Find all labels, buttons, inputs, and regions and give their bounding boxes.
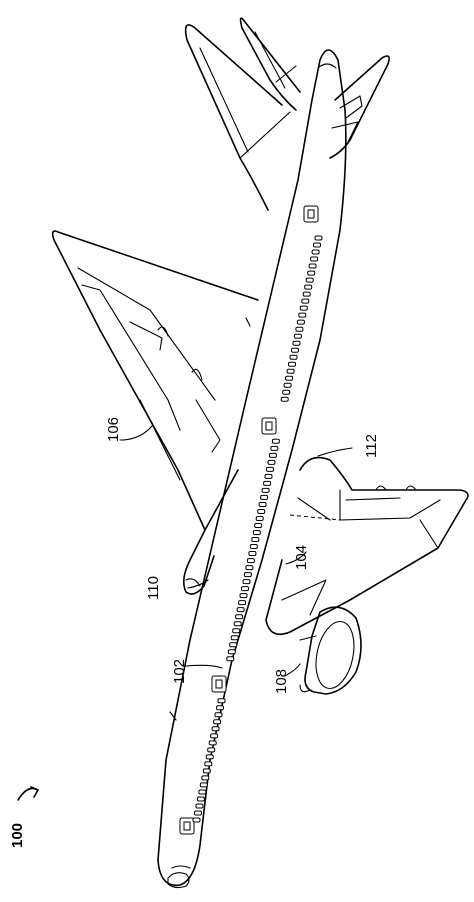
- window: [304, 284, 313, 290]
- horizontal-stabilizer-right: [329, 55, 390, 159]
- cabin-door: [211, 675, 227, 693]
- window: [268, 452, 277, 458]
- window: [248, 551, 257, 556]
- window: [254, 523, 263, 528]
- left-wing: [51, 230, 259, 531]
- window: [192, 817, 201, 823]
- label-fuselage: 102: [171, 659, 188, 684]
- window: [196, 796, 205, 802]
- window: [263, 480, 272, 486]
- window: [252, 530, 261, 535]
- window: [226, 656, 235, 662]
- window: [299, 305, 308, 311]
- window: [260, 494, 269, 500]
- window: [258, 502, 267, 507]
- window: [282, 389, 291, 395]
- window: [213, 719, 222, 725]
- window: [285, 375, 294, 381]
- window: [291, 347, 299, 353]
- window: [239, 593, 248, 599]
- figure-label: 100: [9, 823, 26, 848]
- right-wing: [265, 456, 469, 636]
- leader-lines: [17, 425, 353, 801]
- window: [314, 235, 323, 241]
- window: [216, 705, 224, 711]
- label-left-wing: 106: [105, 417, 122, 442]
- window: [298, 312, 307, 318]
- window: [257, 509, 266, 514]
- window: [295, 326, 304, 332]
- window: [230, 635, 239, 641]
- label-left-engine: 110: [145, 576, 162, 600]
- window: [208, 740, 217, 746]
- window: [195, 803, 204, 809]
- window-row: [192, 235, 323, 823]
- window: [288, 361, 296, 367]
- window: [286, 368, 295, 374]
- left-engine: [182, 529, 215, 595]
- window: [198, 789, 207, 795]
- window: [311, 249, 320, 255]
- window: [199, 782, 208, 788]
- window: [280, 396, 289, 402]
- window: [242, 579, 251, 585]
- window: [313, 242, 321, 248]
- window: [267, 459, 276, 465]
- right-engine: [299, 606, 362, 695]
- window: [296, 319, 305, 325]
- label-right-wing: 104: [293, 545, 310, 570]
- window: [283, 382, 292, 388]
- window: [305, 277, 314, 283]
- window: [204, 761, 213, 767]
- window: [236, 607, 245, 613]
- window: [270, 445, 279, 451]
- horizontal-stabilizer-left: [239, 17, 301, 111]
- window: [201, 775, 210, 781]
- vertical-stabilizer: [184, 24, 291, 211]
- window: [235, 614, 244, 620]
- window: [302, 291, 311, 297]
- window: [251, 537, 260, 542]
- window: [238, 600, 247, 606]
- door-group: [179, 205, 319, 835]
- window: [245, 565, 254, 571]
- antenna: [169, 711, 177, 721]
- window: [232, 628, 241, 634]
- window: [271, 438, 280, 444]
- window: [261, 487, 270, 493]
- window: [301, 298, 310, 304]
- window: [243, 572, 252, 578]
- window: [249, 544, 258, 549]
- window: [307, 270, 316, 276]
- window: [246, 558, 255, 564]
- window: [229, 642, 238, 648]
- window: [266, 466, 274, 472]
- cabin-door: [179, 817, 195, 835]
- window: [217, 698, 226, 704]
- window: [211, 726, 220, 732]
- window: [310, 256, 319, 262]
- window: [233, 621, 242, 627]
- window: [241, 586, 249, 592]
- window: [308, 263, 317, 269]
- window: [255, 516, 264, 521]
- label-right-engine: 108: [273, 669, 290, 694]
- window: [227, 649, 236, 655]
- label-wing-root: 112: [363, 434, 380, 458]
- fuselage: [157, 49, 347, 889]
- cabin-door: [261, 417, 277, 435]
- window: [194, 810, 202, 816]
- window: [214, 712, 223, 718]
- window: [202, 768, 211, 774]
- cabin-door: [303, 205, 319, 223]
- window: [210, 733, 219, 739]
- antenna: [245, 317, 251, 327]
- window: [292, 340, 301, 346]
- window: [264, 473, 273, 479]
- window: [289, 354, 298, 360]
- window: [205, 754, 214, 760]
- window: [207, 747, 216, 753]
- window: [293, 333, 302, 339]
